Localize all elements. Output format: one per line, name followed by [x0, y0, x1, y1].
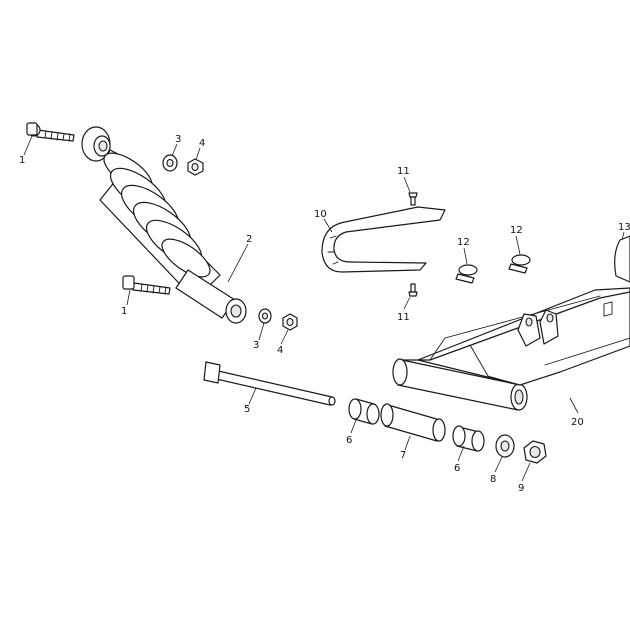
clamp-left [455, 264, 478, 284]
callout-11: 11 [397, 312, 410, 323]
swingarm-axle [203, 361, 336, 406]
bushing-right [452, 425, 485, 452]
callout-5: 5 [244, 404, 250, 415]
part-13 [614, 235, 630, 283]
bolt-lower [122, 275, 171, 295]
callout-1: 1 [121, 306, 127, 317]
callout-8: 8 [490, 474, 496, 485]
callout-3: 3 [253, 340, 259, 351]
axle-nut [523, 440, 547, 464]
callout-20: 20 [571, 417, 584, 428]
swingarm [392, 287, 630, 411]
nut-upper [187, 158, 204, 176]
callout-7: 7 [400, 450, 406, 461]
spacer-tube [380, 403, 446, 442]
callout-4: 4 [277, 345, 283, 356]
chain-guide [321, 206, 446, 273]
washer-upper [162, 154, 178, 172]
screw-lower [408, 283, 418, 297]
callout-12: 12 [510, 225, 523, 236]
callout-13: 13 [618, 222, 630, 233]
callout-10: 10 [314, 209, 327, 220]
clamp-right [508, 254, 531, 274]
leader-lines [23, 135, 625, 482]
bushing-left [348, 398, 380, 425]
screw-upper [408, 192, 418, 206]
callout-11: 11 [397, 166, 410, 177]
shock-absorber [81, 126, 247, 324]
callout-6: 6 [346, 435, 352, 446]
callout-6: 6 [454, 463, 460, 474]
callout-12: 12 [457, 237, 470, 248]
callout-2: 2 [246, 234, 252, 245]
axle-washer [495, 434, 515, 458]
callout-3: 3 [175, 134, 181, 145]
callout-4: 4 [199, 138, 205, 149]
bolt-upper [26, 122, 75, 142]
nut-lower [282, 313, 298, 331]
callout-1: 1 [19, 155, 25, 166]
callout-9: 9 [518, 483, 524, 494]
washer-lower [258, 308, 272, 324]
callout-labels: 1 1 2 3 3 4 4 5 6 6 7 8 9 10 11 11 12 12… [19, 134, 630, 494]
